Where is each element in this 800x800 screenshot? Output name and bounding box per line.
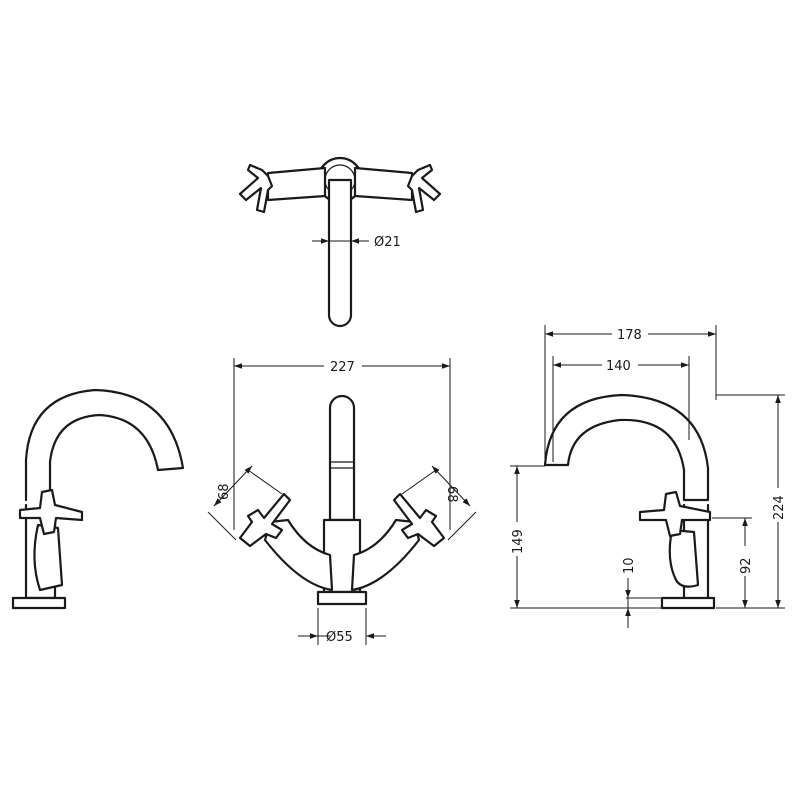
left-view-cross-handle-icon	[18, 488, 84, 536]
right-view-cross-handle-icon	[638, 490, 712, 538]
dim-overall-width: 227	[330, 360, 355, 375]
front-view-left-cross-handle-icon	[238, 492, 292, 548]
dim-handle-left: 68	[217, 483, 232, 500]
top-view-left-arm	[266, 166, 327, 202]
front-view-right-lever	[350, 518, 421, 592]
right-view-spout	[543, 393, 710, 502]
right-side-view: 178 140 224 149 92 10	[510, 325, 787, 628]
front-view-spout	[328, 394, 356, 522]
left-view-base	[11, 596, 67, 610]
left-side-view	[11, 388, 185, 610]
top-view: Ø21	[238, 156, 442, 328]
right-view-base	[660, 596, 716, 610]
dim-overall-height: 224	[772, 495, 787, 520]
top-view-right-cross-handle-icon	[406, 163, 442, 214]
right-view-lever	[668, 528, 700, 588]
top-view-right-arm	[353, 166, 414, 202]
dim-spout-reach-outer: 178	[617, 328, 642, 343]
top-view-left-cross-handle-icon	[238, 163, 274, 214]
dim-top-spout-diameter: Ø21	[374, 235, 401, 250]
front-view-right-cross-handle-icon	[392, 492, 446, 548]
dim-handle-height: 92	[739, 557, 754, 574]
front-view-base	[316, 590, 368, 606]
dim-base-diameter: Ø55	[326, 630, 353, 645]
dim-handle-right: 68	[444, 486, 459, 503]
left-view-lever	[33, 523, 64, 592]
dim-base-height: 10	[622, 557, 637, 574]
dim-spout-outlet-height: 149	[511, 529, 526, 554]
front-view-left-lever	[263, 518, 334, 592]
left-view-spout	[24, 388, 185, 502]
dim-spout-reach-inner: 140	[606, 359, 631, 374]
top-view-spout	[327, 178, 353, 328]
front-view: 227 Ø55 68 68	[207, 358, 477, 645]
